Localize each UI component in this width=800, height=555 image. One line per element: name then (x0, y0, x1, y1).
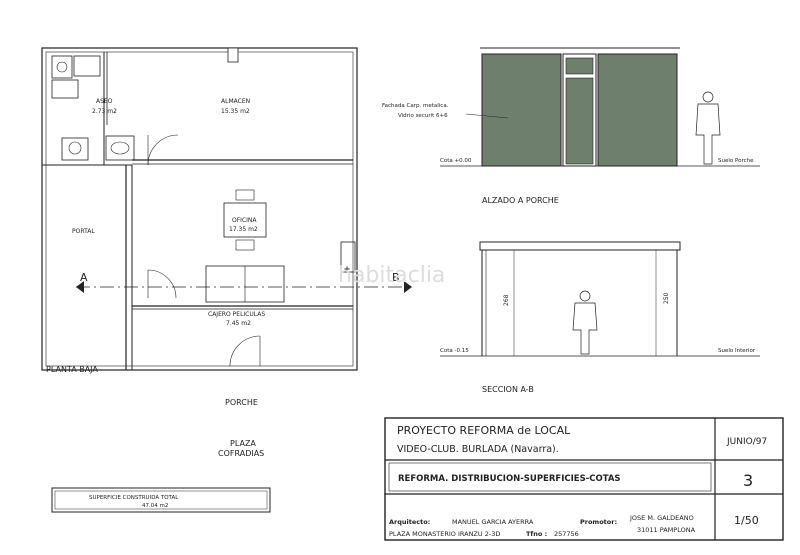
oficina-name: OFICINA (232, 217, 257, 224)
promoter-label: Promotor: (580, 518, 617, 526)
plan-inner-wall (45, 51, 354, 367)
elevation-cota: Cota +0.00 (440, 158, 472, 164)
surface-label: SUPERFICIE CONSTRUIDA TOTAL (89, 495, 179, 501)
title-block (384, 417, 784, 541)
plaza-line2: COFRADIAS (218, 449, 264, 458)
svg-text:+: + (344, 264, 350, 275)
almacen-area: 15.35 m2 (221, 108, 250, 115)
section-suelo: Suelo Interior (718, 348, 756, 354)
surface-value: 47.04 m2 (142, 503, 168, 509)
porche-label: PORCHE (225, 398, 258, 407)
elevation-title: ALZADO A PORCHE (482, 196, 559, 205)
plan-outer-wall (41, 47, 358, 371)
floor-plan: + (41, 47, 412, 371)
cajero-area: 7.45 m2 (226, 320, 251, 327)
architect-name: MANUEL GARCIA AYERRA (452, 518, 534, 526)
section-dim-right: 250 (663, 292, 670, 304)
portal-label: PORTAL (72, 228, 95, 235)
aseo-area: 2.73 m2 (92, 108, 117, 115)
section-mark-b: B (392, 271, 400, 284)
elevation-suelo: Suelo Porche (718, 158, 754, 164)
cajero-name: CAJERO PELICULAS (208, 311, 265, 318)
section-drawing (440, 241, 760, 357)
architect-label: Arquitecto: (389, 518, 430, 526)
section-title: SECCION A-B (482, 385, 534, 394)
facade-note-2: Vidrio securit 6+6 (398, 113, 448, 119)
project-line2: VIDEO-CLUB. BURLADA (Navarra). (397, 444, 559, 455)
aseo-name: ASEO (96, 98, 113, 105)
architect-address: PLAZA MONASTERIO IRANZU 2-3D (389, 530, 500, 538)
sheet-number: 3 (743, 471, 753, 490)
plaza-line1: PLAZA (230, 439, 256, 448)
watermark: habitaclia (338, 263, 445, 288)
drawing-subject: REFORMA. DISTRIBUCION-SUPERFICIES-COTAS (398, 474, 621, 484)
project-line1: PROYECTO REFORMA de LOCAL (397, 424, 571, 437)
almacen-name: ALMACEN (221, 98, 250, 105)
promoter-name: JOSE M. GALDEANO (629, 514, 694, 522)
section-mark-a: A (80, 271, 88, 284)
surface-box (51, 487, 271, 513)
phone-number: 257756 (554, 530, 579, 538)
facade-note-1: Fachada Carp. metalica. (382, 103, 449, 109)
section-cota: Cota -0.15 (440, 348, 469, 354)
oficina-area: 17.35 m2 (229, 226, 258, 233)
promoter-city: 31011 PAMPLONA (637, 526, 696, 534)
phone-label: Tfno : (526, 530, 547, 538)
section-dim-left: 268 (503, 294, 510, 306)
plan-title: PLANTA BAJA (46, 365, 98, 374)
drawing-date: JUNIO/97 (726, 437, 767, 447)
elevation-drawing (440, 47, 760, 167)
drawing-scale: 1/50 (734, 514, 759, 527)
